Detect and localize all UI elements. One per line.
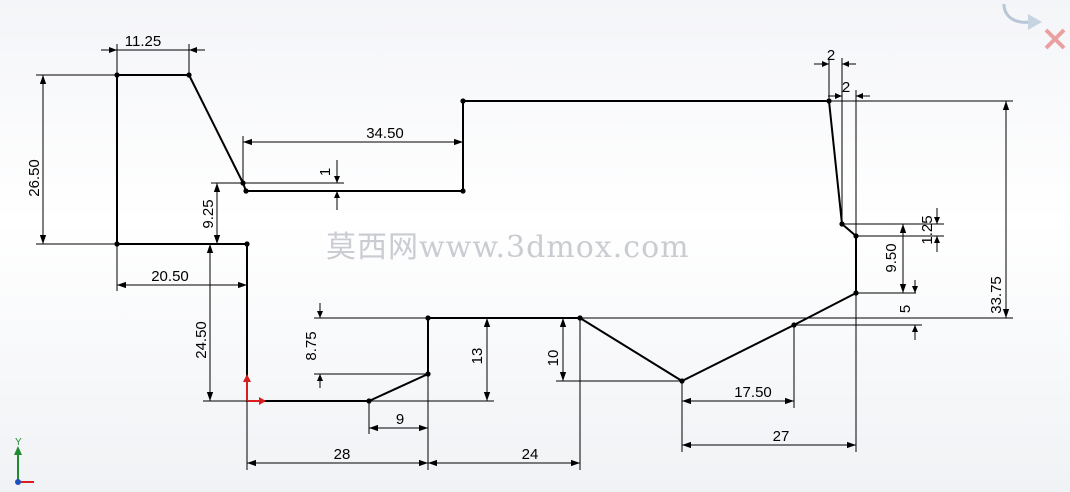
dimension-1-25[interactable]: 1.25 — [842, 208, 944, 252]
dimension-1[interactable]: 1 — [243, 160, 344, 210]
dimension-33-75[interactable]: 33.75 — [580, 100, 1013, 319]
dimension-26-50[interactable]: 26.50 — [26, 74, 117, 245]
undo-icon[interactable] — [1002, 3, 1042, 30]
dimension-20-50[interactable]: 20.50 — [116, 244, 247, 291]
dimension-9-50[interactable]: 9.50 — [856, 224, 916, 294]
dimension-17-50[interactable]: 17.50 — [681, 325, 795, 452]
svg-text:17.50: 17.50 — [734, 384, 772, 401]
svg-text:26.50: 26.50 — [26, 159, 43, 197]
svg-text:1.25: 1.25 — [919, 215, 936, 244]
dimension-10[interactable]: 10 — [545, 318, 682, 382]
dimension-2-top[interactable]: 2 — [814, 47, 856, 224]
dimension-13[interactable]: 13 — [369, 318, 494, 402]
dimension-9[interactable]: 9 — [368, 374, 429, 470]
dimension-9-25[interactable]: 9.25 — [200, 182, 243, 244]
dimension-5[interactable]: 5 — [794, 280, 922, 340]
svg-text:9.25: 9.25 — [200, 199, 217, 228]
dimension-24[interactable]: 24 — [428, 318, 581, 470]
svg-text:Y: Y — [15, 437, 22, 448]
view-triad-icon: Y — [14, 437, 34, 485]
origin-axes — [243, 374, 266, 405]
close-icon[interactable] — [1044, 28, 1066, 50]
dimension-2-second[interactable]: 2 — [828, 79, 870, 236]
dimension-34-50[interactable]: 34.50 — [242, 101, 464, 183]
dimension-27[interactable]: 27 — [682, 293, 857, 452]
svg-text:33.75: 33.75 — [988, 276, 1005, 314]
watermark-text: 莫西网www.3dmox.com — [326, 230, 690, 265]
dimension-24-50[interactable]: 24.50 — [193, 244, 247, 402]
svg-text:2: 2 — [827, 47, 835, 64]
dimension-11-25[interactable]: 11.25 — [101, 33, 205, 75]
svg-text:27: 27 — [773, 428, 790, 445]
dimension-28[interactable]: 28 — [246, 401, 428, 470]
svg-text:9: 9 — [396, 411, 404, 428]
svg-text:11.25: 11.25 — [125, 33, 161, 50]
svg-text:5: 5 — [897, 305, 914, 313]
svg-text:8.75: 8.75 — [303, 331, 320, 360]
svg-text:24.50: 24.50 — [193, 321, 210, 359]
svg-text:2: 2 — [842, 79, 850, 96]
svg-text:24: 24 — [522, 446, 539, 463]
svg-text:9.50: 9.50 — [883, 243, 900, 272]
svg-text:20.50: 20.50 — [151, 268, 189, 285]
svg-text:1: 1 — [317, 168, 334, 176]
svg-text:34.50: 34.50 — [366, 125, 404, 142]
dimension-8-75[interactable]: 8.75 — [303, 303, 428, 388]
svg-text:10: 10 — [545, 350, 562, 367]
vertex-points[interactable] — [114, 72, 859, 404]
svg-text:13: 13 — [469, 348, 486, 365]
svg-text:28: 28 — [334, 446, 351, 463]
